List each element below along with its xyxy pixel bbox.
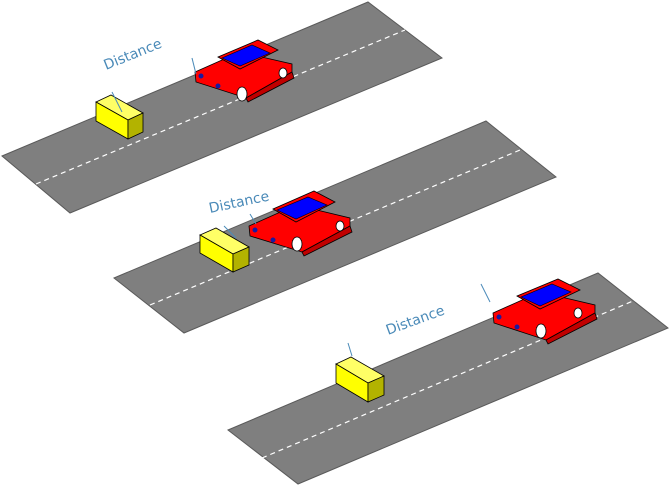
- wheel-icon: [237, 87, 247, 101]
- headlight-icon: [216, 84, 221, 89]
- headlight-icon: [199, 74, 204, 79]
- headlight-icon: [515, 325, 520, 330]
- road-3: [228, 273, 668, 484]
- wheel-icon: [279, 68, 287, 78]
- wheel-icon: [536, 324, 546, 338]
- distance-label-2: Distance: [208, 189, 271, 217]
- distance-marker-3b: [481, 284, 490, 302]
- wheel-icon: [574, 308, 582, 318]
- wheel-icon: [292, 237, 302, 251]
- distance-label-1: Distance: [102, 36, 165, 74]
- headlight-icon: [497, 315, 502, 320]
- distance-label-3: Distance: [384, 303, 447, 339]
- distance-marker-1b: [192, 58, 196, 74]
- lane-marking-1: [36, 30, 405, 184]
- headlight-icon: [271, 238, 276, 243]
- scene-3: Distance: [228, 273, 668, 484]
- distance-marker-3a: [348, 343, 352, 356]
- headlight-icon: [253, 228, 258, 233]
- wheel-icon: [336, 221, 344, 231]
